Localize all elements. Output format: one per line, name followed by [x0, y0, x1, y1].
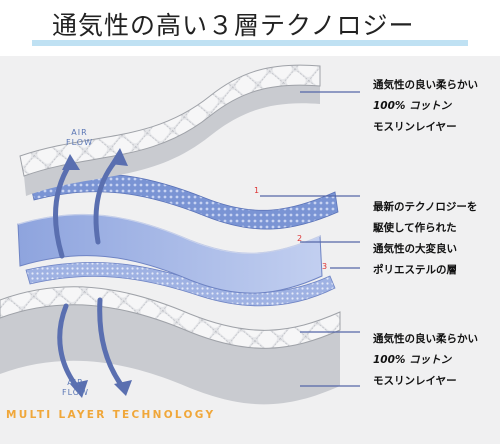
label-mid-4: ポリエステルの層 — [373, 264, 457, 276]
bottom-cotton-layer — [0, 286, 341, 405]
tagline: MULTI LAYER TECHNOLOGY — [6, 409, 216, 421]
label-mid-3: 通気性の大変良い — [373, 243, 457, 255]
label-top-1: 通気性の良い柔らかい — [373, 79, 478, 91]
title-bar: 通気性の高い３層テクノロジー — [0, 0, 500, 50]
label-bottom-1: 通気性の良い柔らかい — [373, 333, 478, 345]
layer-number-1: 1 — [254, 186, 260, 195]
label-mid-1: 最新のテクノロジーを — [373, 201, 478, 213]
callout-lines — [260, 91, 360, 387]
layer-number-2: 2 — [297, 234, 303, 243]
arrow-down-1 — [57, 303, 81, 391]
label-bottom-2: 100% コットン — [373, 354, 452, 366]
arrow-up-1 — [53, 161, 73, 259]
polyester-mesh-lower — [25, 261, 336, 307]
polyester-foam-layer — [17, 213, 323, 294]
arrow-down-2 — [97, 297, 125, 389]
layer-diagram — [0, 64, 360, 405]
label-top-2: 100% コットン — [373, 100, 452, 112]
label-top-3: モスリンレイヤー — [373, 121, 457, 133]
layer-number-3: 3 — [322, 262, 328, 271]
label-bottom-3: モスリンレイヤー — [373, 375, 457, 387]
top-cotton-layer — [19, 64, 321, 196]
page-title: 通気性の高い３層テクノロジー — [52, 11, 415, 40]
title-underline — [32, 40, 468, 46]
polyester-mesh-upper — [29, 173, 339, 230]
arrow-heads — [62, 148, 132, 398]
label-mid-2: 駆使して作られた — [373, 222, 457, 234]
